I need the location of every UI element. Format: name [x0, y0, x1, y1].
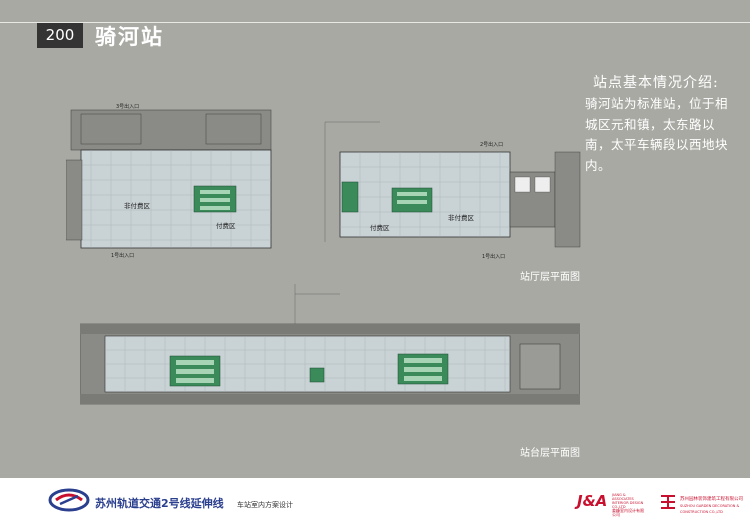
label-unpaid-left: 非付费区 [124, 201, 151, 210]
partner-name: 苏州园林装饰建筑工程有限公司 SUZHOU GARDEN DECORATION … [680, 497, 746, 515]
label-exit1-right: 1号出入口 [482, 253, 505, 260]
label-paid-left: 付费区 [216, 221, 236, 230]
firm-name: JIANG & ASSOCIATES INTERIOR DESIGN CO.,L… [612, 493, 646, 517]
firm-logo: J&A [577, 492, 608, 510]
concourse-plan-left: 3号出入口 非付费区 付费区 1号出入口 [66, 103, 272, 259]
partner-logo-icon [661, 495, 675, 509]
partner-name-en: SUZHOU GARDEN DECORATION & CONSTRUCTION … [680, 504, 740, 514]
label-exit2-right: 2号出入口 [480, 141, 503, 148]
project-title: 苏州轨道交通2号线延伸线 [95, 497, 224, 510]
caption-platform: 站台层平面图 [520, 448, 580, 459]
label-unpaid-right: 非付费区 [448, 213, 475, 222]
firm-name-cn: 姜峰室内设计有限公司 [612, 508, 644, 517]
concourse-plan-right: 2号出入口 付费区 非付费区 1号出入口 [324, 121, 581, 260]
metro-logo [48, 488, 90, 512]
page-number: 200 [37, 23, 83, 48]
info-body: 骑河站为标准站，位于相城区元和镇，太东路以南，太平车辆段以西地块内。 [585, 96, 729, 173]
partner-name-cn: 苏州园林装饰建筑工程有限公司 [680, 497, 743, 502]
firm-name-en: JIANG & ASSOCIATES INTERIOR DESIGN CO.,L… [612, 493, 644, 509]
header-bar [0, 22, 750, 48]
footer [0, 478, 750, 526]
page-title: 骑河站 [95, 25, 164, 49]
label-exit3-left: 3号出入口 [116, 103, 139, 110]
info-heading: 站点基本情况介绍: [593, 75, 719, 91]
project-subtitle: 车站室内方案设计 [237, 501, 293, 509]
caption-concourse: 站厅层平面图 [520, 272, 580, 283]
label-paid-right: 付费区 [370, 223, 390, 232]
label-exit1-left: 1号出入口 [111, 252, 134, 259]
platform-plan [80, 284, 580, 405]
